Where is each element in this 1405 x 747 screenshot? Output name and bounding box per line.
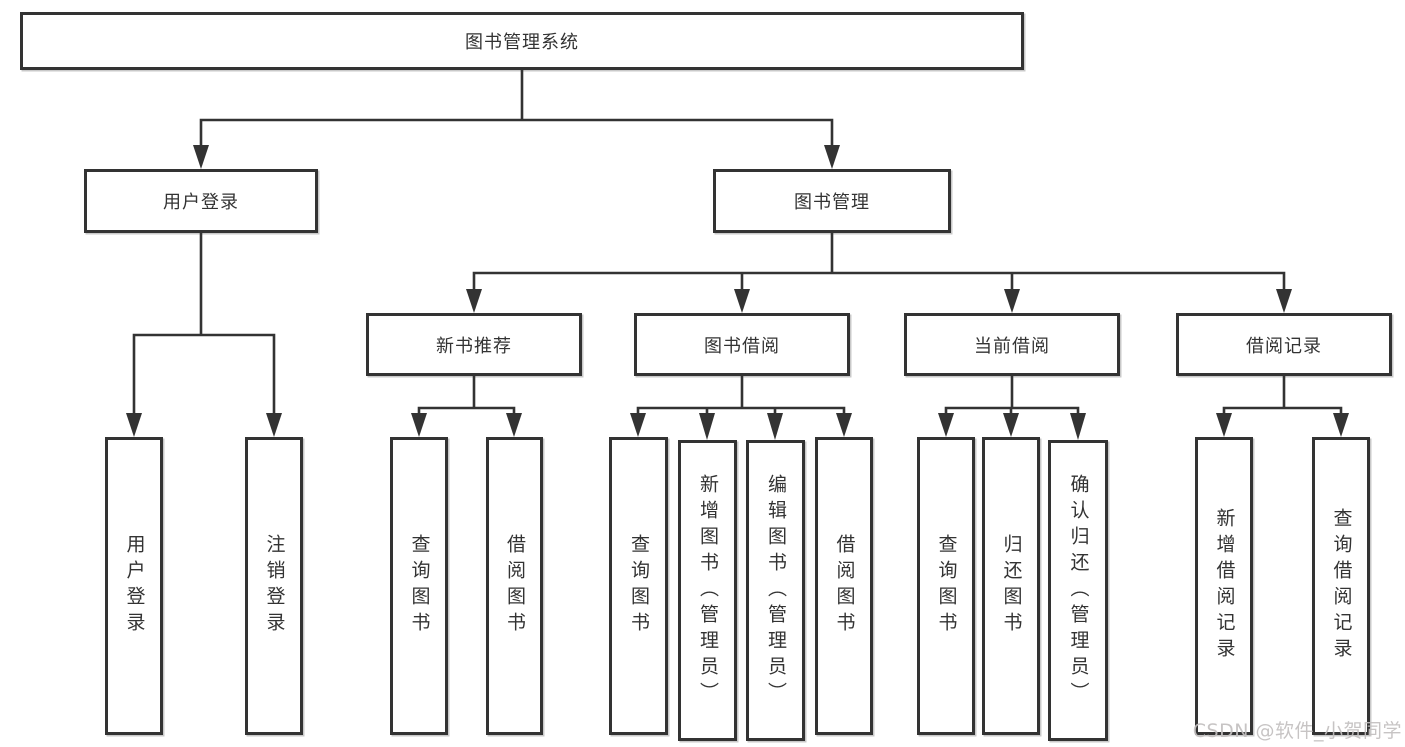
node-label: 查询图书 (628, 534, 650, 638)
node-label: 注销登录 (263, 534, 286, 638)
leaf-add-books-admin: 新增图书（管理员） (678, 440, 737, 741)
node-label: 用户登录 (163, 192, 239, 213)
node-label: 查询借阅记录 (1330, 508, 1353, 664)
leaf-edit-books-admin: 编辑图书（管理员） (746, 440, 805, 741)
node-label: 新增图书（管理员） (697, 473, 719, 708)
node-label: 借阅图书 (504, 534, 526, 638)
node-label: 归还图书 (1000, 534, 1023, 638)
leaf-query-borrow-record: 查询借阅记录 (1312, 437, 1370, 735)
leaf-borrow-books-borrowing: 借阅图书 (815, 437, 873, 735)
leaf-logout: 注销登录 (245, 437, 303, 735)
leaf-confirm-return-admin: 确认归还（管理员） (1048, 440, 1108, 741)
node-user-login-module: 用户登录 (84, 169, 318, 233)
leaf-add-borrow-record: 新增借阅记录 (1195, 437, 1253, 735)
node-label: 借阅记录 (1246, 335, 1322, 357)
node-borrowing-records: 借阅记录 (1176, 313, 1392, 376)
node-label: 编辑图书（管理员） (765, 473, 787, 708)
node-label: 当前借阅 (974, 335, 1050, 357)
leaf-query-books-recommend: 查询图书 (390, 437, 448, 735)
leaf-query-books-current: 查询图书 (917, 437, 975, 735)
node-label: 确认归还（管理员） (1067, 473, 1090, 708)
node-label: 查询图书 (408, 534, 431, 638)
node-root-system: 图书管理系统 (20, 12, 1024, 70)
node-book-borrowing: 图书借阅 (634, 313, 850, 376)
node-label: 新增借阅记录 (1213, 508, 1236, 664)
csdn-watermark: CSDN @软件_小贺同学 (1192, 720, 1402, 742)
node-current-borrowing: 当前借阅 (904, 313, 1120, 376)
node-label: 图书管理 (794, 192, 870, 213)
node-label: 借阅图书 (833, 534, 856, 638)
leaf-return-books: 归还图书 (982, 437, 1040, 735)
node-label: 图书借阅 (704, 335, 780, 357)
node-label: 用户登录 (123, 534, 146, 638)
node-book-management-module: 图书管理 (713, 169, 951, 233)
leaf-query-books-borrowing: 查询图书 (609, 437, 668, 735)
node-label: 新书推荐 (436, 335, 512, 357)
leaf-user-login: 用户登录 (105, 437, 163, 735)
node-label: 查询图书 (935, 534, 958, 638)
leaf-borrow-books-recommend: 借阅图书 (486, 437, 543, 735)
node-new-book-recommend: 新书推荐 (366, 313, 582, 376)
node-label: 图书管理系统 (465, 32, 579, 53)
